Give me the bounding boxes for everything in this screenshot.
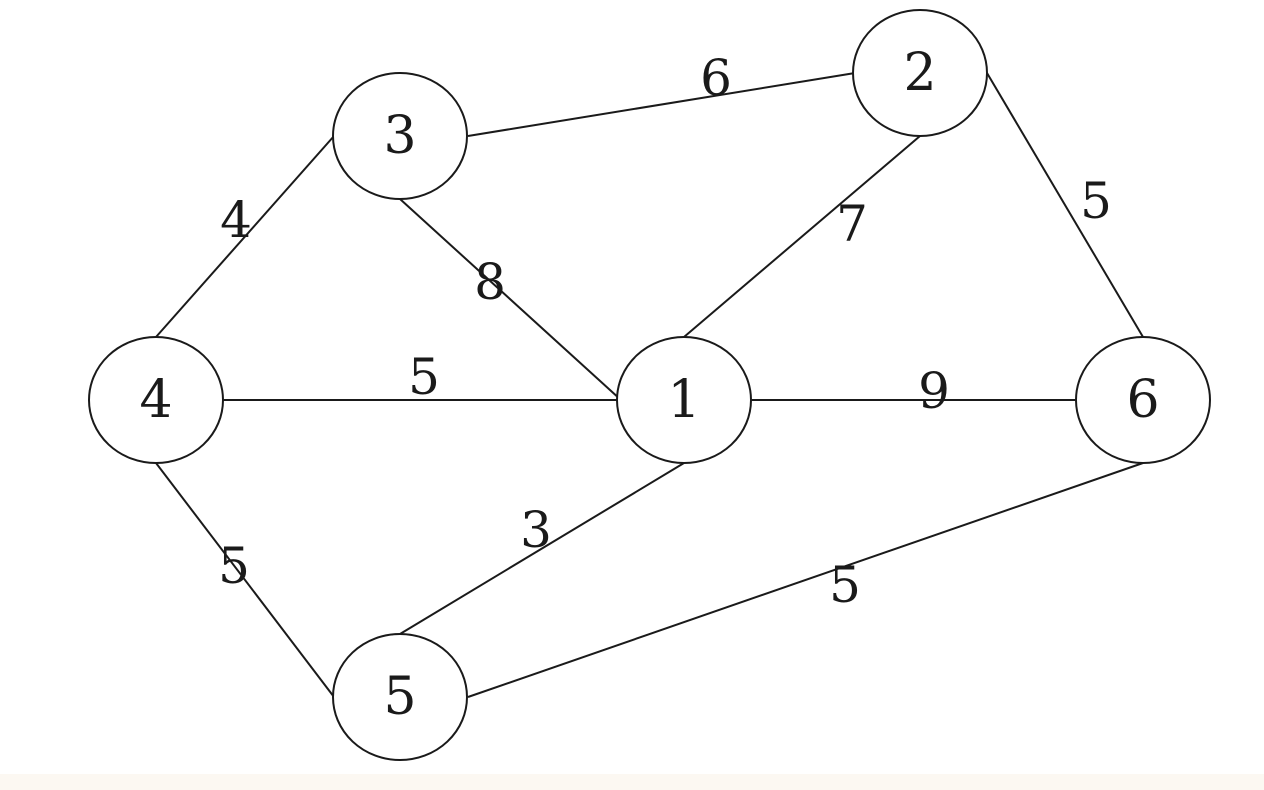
edge-4-5 xyxy=(155,462,335,698)
node-5: 5 xyxy=(332,633,468,761)
bottom-strip xyxy=(0,774,1264,790)
node-label-5: 5 xyxy=(383,667,416,727)
edge-weight-4-3: 4 xyxy=(220,191,252,249)
edge-2-6 xyxy=(986,72,1144,338)
edge-weight-5-1: 3 xyxy=(520,501,552,559)
nodes-layer: 1 2 3 4 5 6 xyxy=(88,9,1211,761)
edge-weight-2-6: 5 xyxy=(1080,172,1112,230)
edge-5-1 xyxy=(399,462,685,635)
node-6: 6 xyxy=(1075,336,1211,464)
node-1: 1 xyxy=(616,336,752,464)
edge-3-2 xyxy=(467,72,856,137)
node-label-1: 1 xyxy=(667,370,700,430)
node-3: 3 xyxy=(332,72,468,200)
edge-5-6 xyxy=(467,462,1144,698)
edge-weight-5-6: 5 xyxy=(829,556,861,614)
node-circle-3 xyxy=(332,72,468,200)
edge-labels-layer: 6 4 8 7 5 5 9 5 3 5 xyxy=(218,49,1112,614)
edge-weight-4-1: 5 xyxy=(408,348,440,406)
node-4: 4 xyxy=(88,336,224,464)
edge-4-3 xyxy=(155,135,335,338)
edge-weight-1-2: 7 xyxy=(836,195,868,253)
node-2: 2 xyxy=(852,9,988,137)
node-label-4: 4 xyxy=(139,370,172,430)
edge-3-1 xyxy=(399,198,622,401)
node-label-2: 2 xyxy=(903,43,936,103)
node-label-6: 6 xyxy=(1126,370,1159,430)
edge-weight-3-1: 8 xyxy=(474,253,506,311)
edge-1-2 xyxy=(683,135,921,338)
edge-weight-4-5: 5 xyxy=(218,537,250,595)
node-circle-6 xyxy=(1075,336,1211,464)
edge-weight-3-2: 6 xyxy=(700,49,732,107)
node-circle-2 xyxy=(852,9,988,137)
node-label-3: 3 xyxy=(383,106,416,166)
edge-weight-1-6: 9 xyxy=(918,362,950,420)
node-circle-1 xyxy=(616,336,752,464)
edges-layer xyxy=(155,72,1144,698)
node-circle-4 xyxy=(88,336,224,464)
node-circle-5 xyxy=(332,633,468,761)
